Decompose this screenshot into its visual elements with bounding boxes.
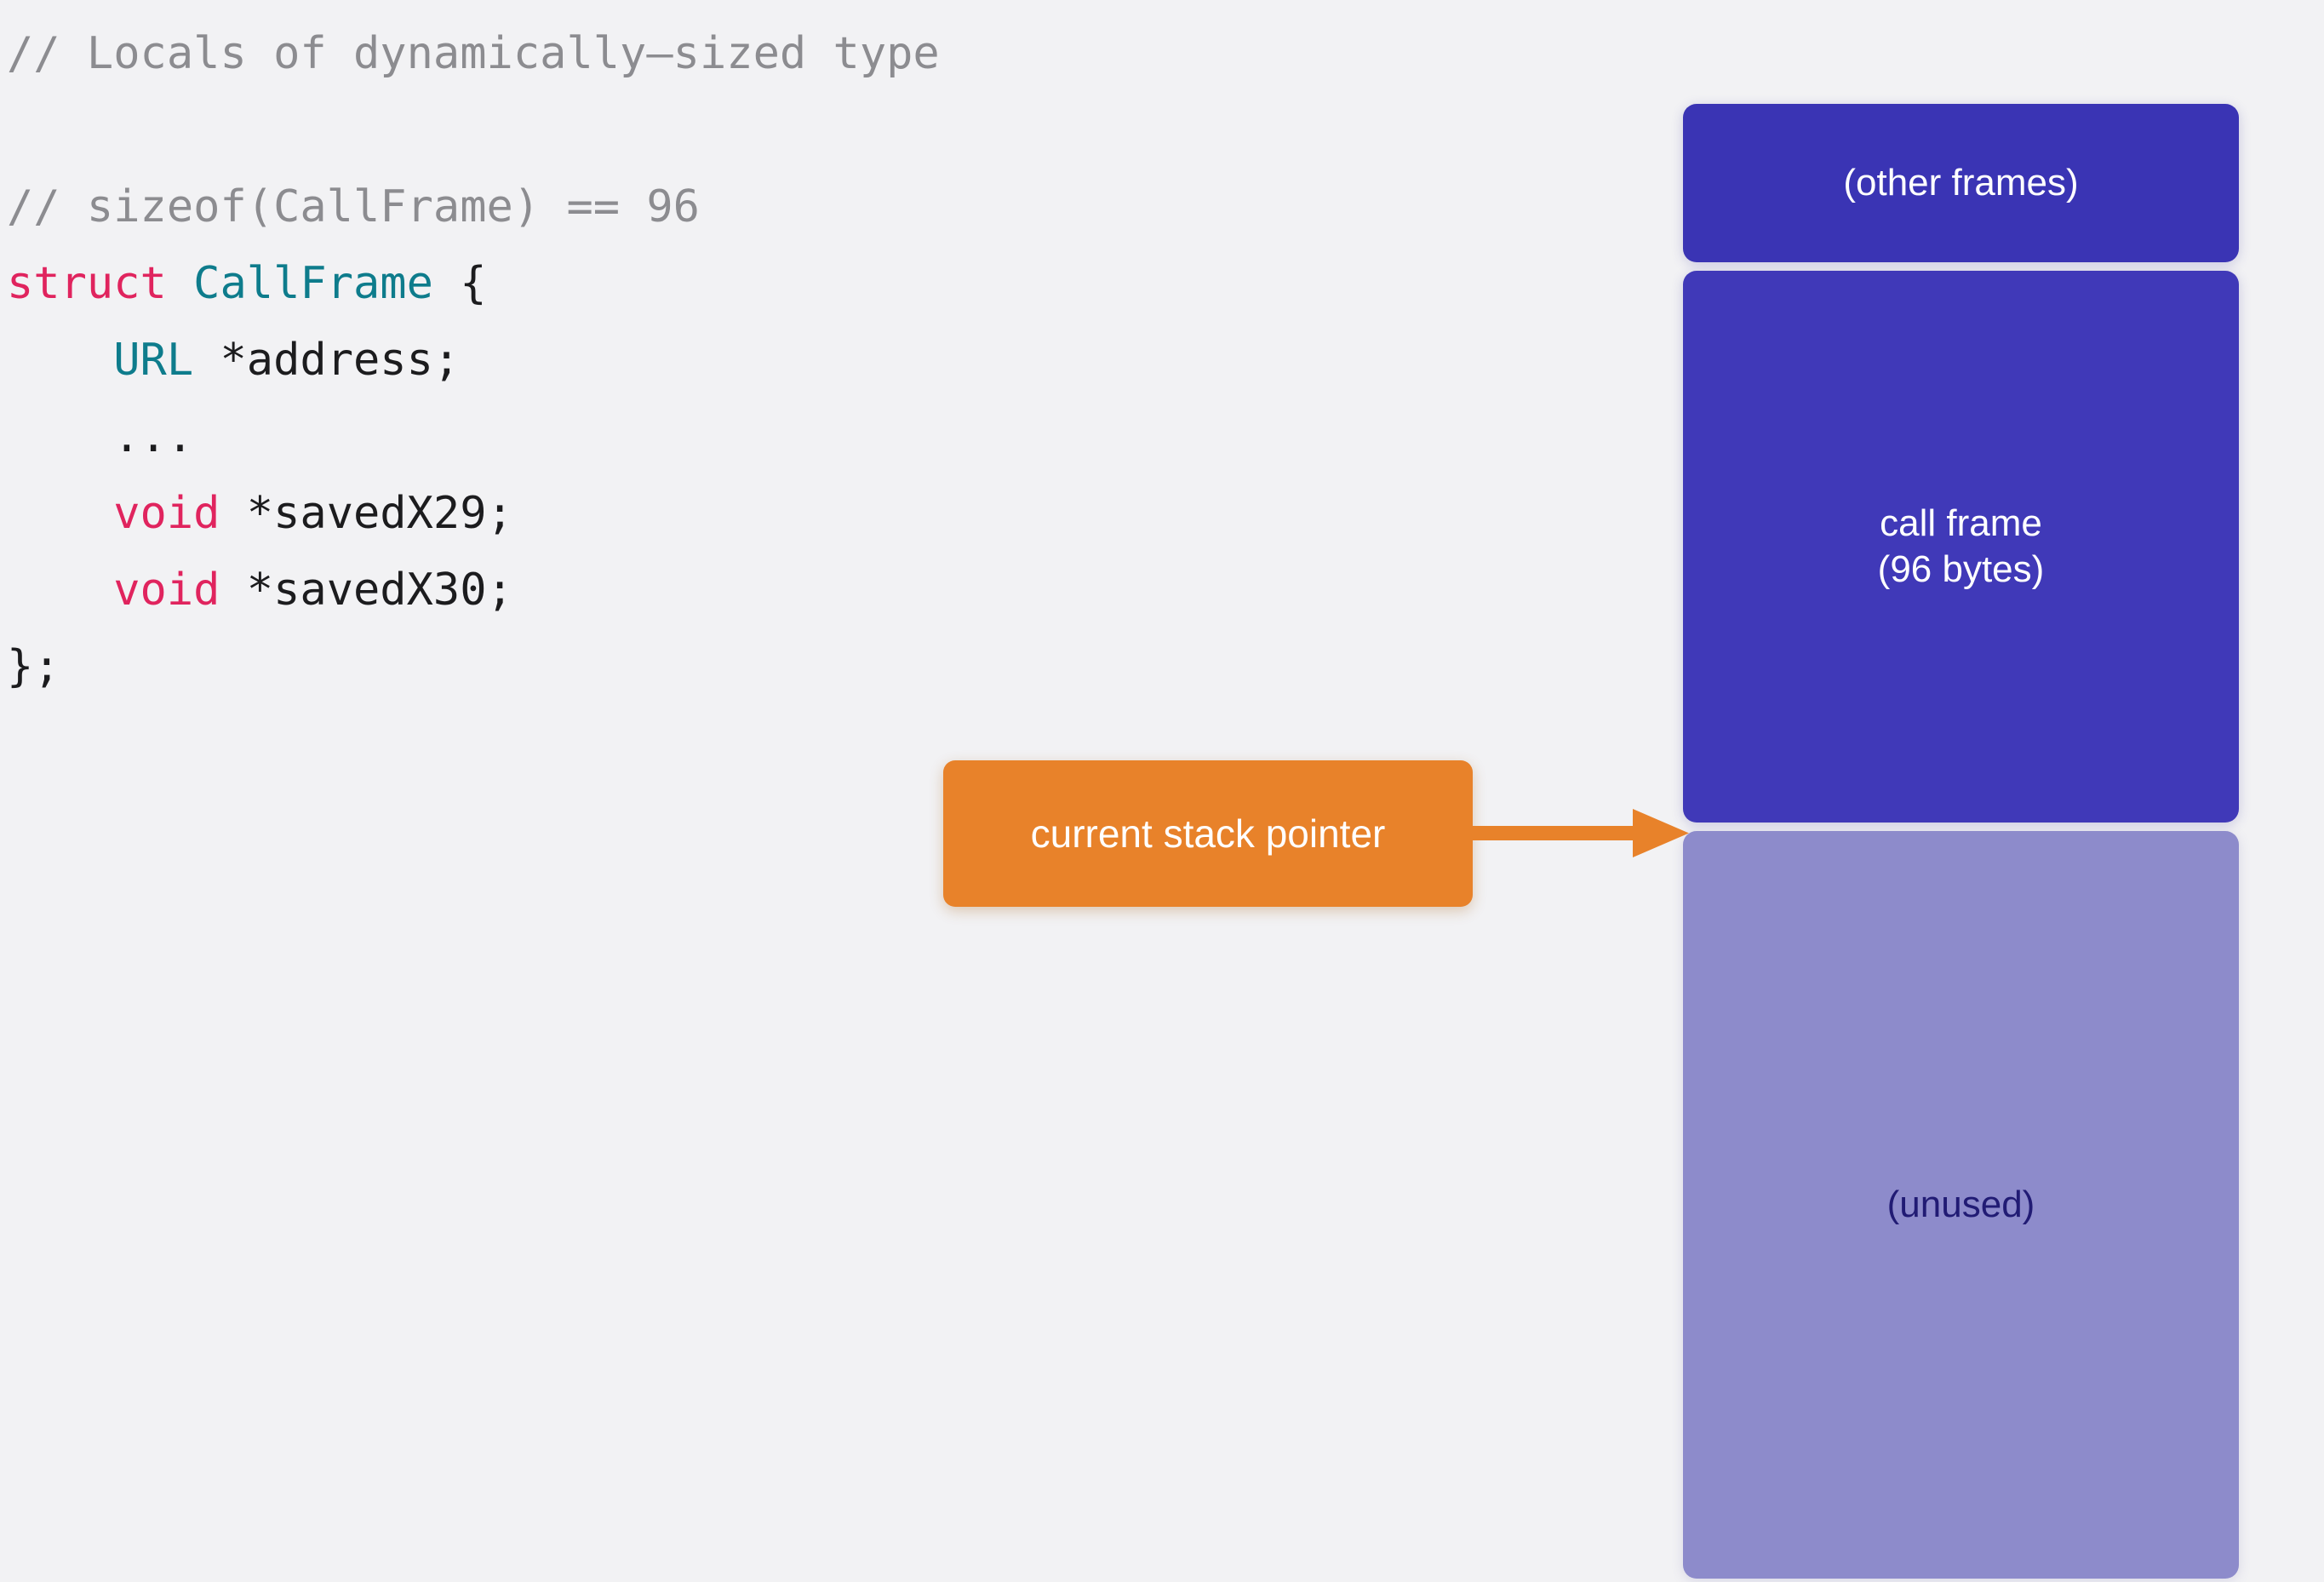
- stack-box-call-frame-label-line1: call frame: [1880, 502, 2042, 545]
- code-line-comment-sizeof: // sizeof(CallFrame) == 96: [7, 169, 1284, 245]
- code-line-ellipsis: ...: [7, 398, 1284, 475]
- code-token-keyword-void: void: [113, 488, 220, 539]
- code-token-brace-open: {: [432, 258, 487, 309]
- code-token-indent: [7, 488, 113, 539]
- code-token-indent: [7, 565, 113, 616]
- code-token-keyword-void: void: [113, 565, 220, 616]
- current-stack-pointer-callout: current stack pointer: [943, 760, 1473, 907]
- code-line-member-savedx30: void *savedX30;: [7, 552, 1284, 628]
- stack-box-call-frame: call frame (96 bytes): [1683, 271, 2239, 823]
- code-line-member-savedx29: void *savedX29;: [7, 475, 1284, 552]
- code-token-brace-close: };: [7, 641, 60, 692]
- stack-box-call-frame-label-group: call frame (96 bytes): [1878, 501, 2045, 592]
- code-token-identifier-address: *address;: [193, 335, 461, 386]
- code-token-comment: // Locals of dynamically–sized type: [7, 28, 940, 79]
- stack-box-unused: (unused): [1683, 831, 2239, 1579]
- stack-pointer-arrow-icon: [1466, 809, 1689, 857]
- code-panel: // Locals of dynamically–sized type // s…: [7, 15, 1284, 705]
- stack-box-other-frames: (other frames): [1683, 104, 2239, 262]
- code-token-ellipsis: ...: [7, 411, 194, 462]
- code-line-struct-close: };: [7, 628, 1284, 705]
- code-token-type-callframe: CallFrame: [193, 258, 433, 309]
- code-token-comment: // sizeof(CallFrame) == 96: [7, 181, 700, 232]
- code-line-blank: [7, 92, 1284, 169]
- current-stack-pointer-label: current stack pointer: [1030, 811, 1386, 856]
- code-token-indent: [7, 335, 113, 386]
- code-token-keyword-struct: struct: [7, 258, 167, 309]
- code-line-member-address: URL *address;: [7, 322, 1284, 398]
- stack-box-other-frames-label: (other frames): [1843, 162, 2079, 204]
- stack-box-call-frame-label-line2: (96 bytes): [1877, 548, 2045, 590]
- stack-box-unused-label: (unused): [1886, 1184, 2035, 1226]
- code-token-type-url: URL: [113, 335, 194, 386]
- code-token-identifier-savedx30: *savedX30;: [220, 565, 513, 616]
- code-line-comment-locals: // Locals of dynamically–sized type: [7, 15, 1284, 92]
- code-token-space: [167, 258, 193, 309]
- code-token-identifier-savedx29: *savedX29;: [220, 488, 513, 539]
- code-line-struct-decl: struct CallFrame {: [7, 245, 1284, 322]
